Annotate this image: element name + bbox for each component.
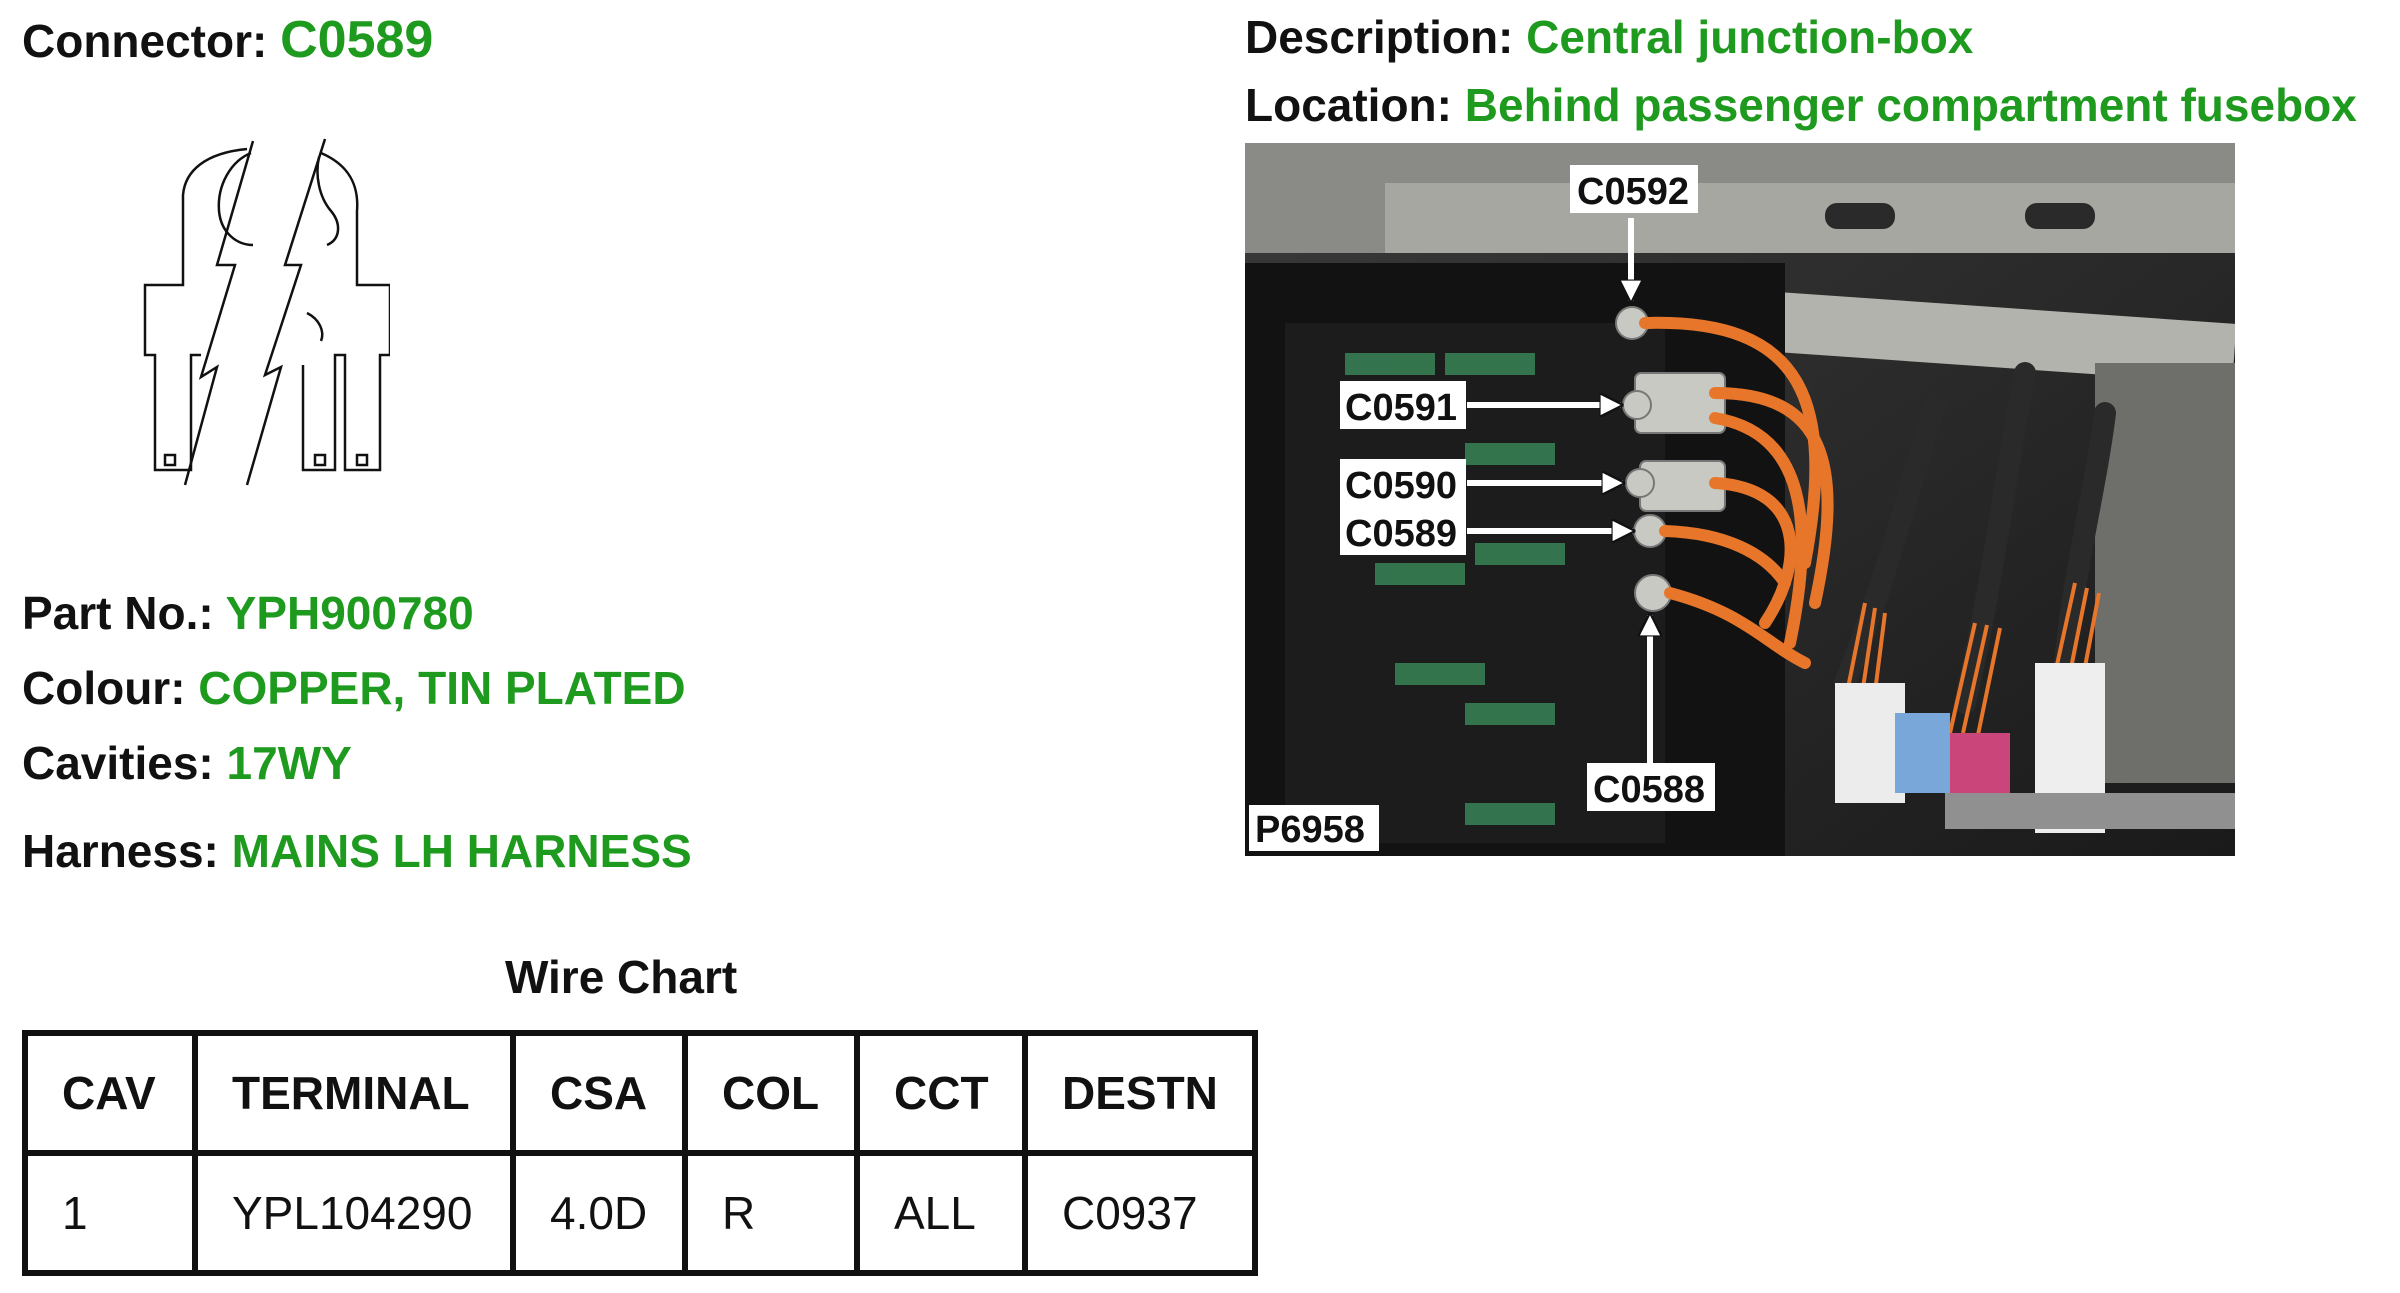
cavities-value: 17WY: [226, 737, 352, 789]
description-field: Description: Central junction-box: [1245, 14, 1973, 60]
photo-ref-label: P6958: [1255, 809, 1365, 851]
part-no-value: YPH900780: [225, 587, 474, 639]
header-cct: CCT: [854, 1030, 1028, 1156]
description-label: Description:: [1245, 11, 1514, 63]
connector-terminal-diagram: [143, 138, 390, 486]
cavities-field: Cavities: 17WY: [22, 740, 352, 786]
colour-field: Colour: COPPER, TIN PLATED: [22, 665, 686, 711]
wire-chart-title: Wire Chart: [505, 951, 738, 1003]
header-col: COL: [682, 1030, 860, 1156]
cavities-label: Cavities:: [22, 737, 214, 789]
cell-cct: ALL: [854, 1150, 1028, 1276]
wire-chart-table: CAV TERMINAL CSA COL CCT DESTN 1 YPL1042…: [22, 1030, 1258, 1276]
callout-c0590: C0590: [1345, 465, 1457, 507]
harness-label: Harness:: [22, 825, 219, 877]
header-csa: CSA: [510, 1030, 688, 1156]
location-label: Location:: [1245, 79, 1452, 131]
connector-label: Connector:: [22, 15, 268, 67]
description-value: Central junction-box: [1526, 11, 1974, 63]
location-value: Behind passenger compartment fusebox: [1464, 79, 2357, 131]
cell-destn: C0937: [1022, 1150, 1258, 1276]
callout-c0592: C0592: [1577, 171, 1689, 213]
colour-label: Colour:: [22, 662, 186, 714]
callout-c0588: C0588: [1593, 769, 1705, 811]
connector-value: C0589: [280, 11, 434, 69]
table-row: 1 YPL104290 4.0D R ALL C0937: [22, 1150, 1258, 1276]
table-header-row: CAV TERMINAL CSA COL CCT DESTN: [22, 1030, 1258, 1156]
header-cav: CAV: [22, 1030, 198, 1156]
cell-col: R: [682, 1150, 860, 1276]
callout-c0591: C0591: [1345, 387, 1457, 429]
cell-cav: 1: [22, 1150, 198, 1276]
header-terminal: TERMINAL: [192, 1030, 516, 1156]
connector-field: Connector: C0589: [22, 14, 433, 66]
cell-csa: 4.0D: [510, 1150, 688, 1276]
header-destn: DESTN: [1022, 1030, 1258, 1156]
colour-value: COPPER, TIN PLATED: [198, 662, 686, 714]
cell-terminal: YPL104290: [192, 1150, 516, 1276]
location-photo: C0592 C0591 C0590 C0589 C0588 P6958: [1245, 143, 2235, 856]
location-field: Location: Behind passenger compartment f…: [1245, 82, 2357, 128]
callout-c0589: C0589: [1345, 513, 1457, 555]
harness-field: Harness: MAINS LH HARNESS: [22, 828, 692, 874]
part-no-field: Part No.: YPH900780: [22, 590, 474, 636]
harness-value: MAINS LH HARNESS: [231, 825, 692, 877]
part-no-label: Part No.:: [22, 587, 214, 639]
